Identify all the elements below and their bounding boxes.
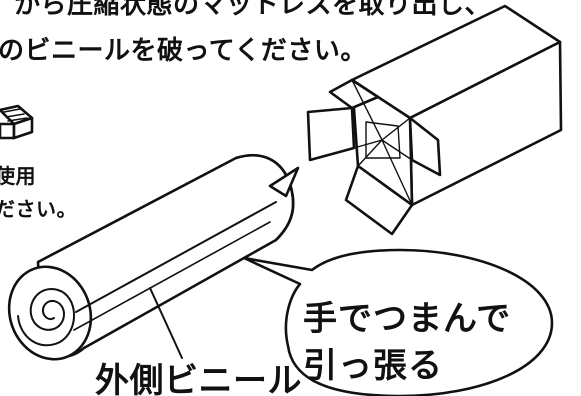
roll-spiral <box>17 287 75 347</box>
vinyl-callout-line <box>149 287 183 359</box>
box-flap-right <box>408 116 442 177</box>
rolled-mattress <box>7 153 300 361</box>
instruction-line-1: から圧縮状態のマットレスを取り出し、 <box>14 0 492 20</box>
box-flap-left <box>306 106 356 162</box>
bubble-text-line-2: 引っ張る <box>303 346 443 386</box>
side-note-line-1: 使用 <box>0 164 36 188</box>
carton-box <box>306 4 563 236</box>
box-flap-bottom <box>344 164 414 236</box>
side-note-line-2: ださい。 <box>0 197 77 221</box>
vinyl-tab <box>268 166 300 198</box>
partial-tool-icon <box>0 104 34 140</box>
bubble-text-line-1: 手でつまんで <box>303 299 512 339</box>
speech-bubble <box>242 248 554 396</box>
instruction-line-2: のビニールを破ってください。 <box>0 36 367 66</box>
outer-vinyl-label: 外側ビニール <box>95 361 302 396</box>
